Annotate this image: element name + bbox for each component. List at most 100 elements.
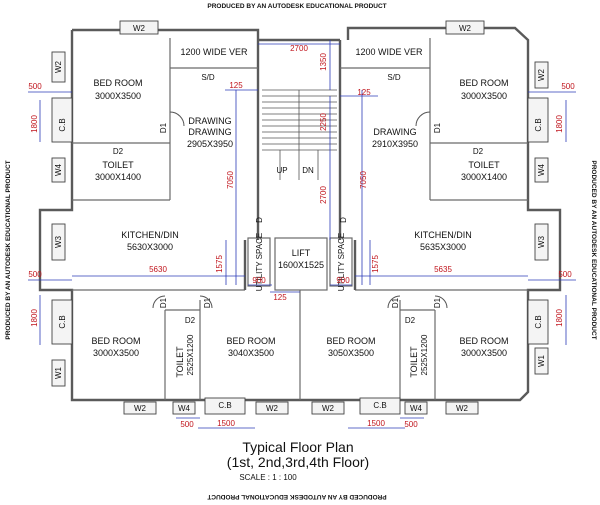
utility-space-left: UTILITY SPACE (255, 233, 264, 291)
dim-7050-right: 7050 (359, 171, 368, 189)
sliding-door-left: S/D (201, 73, 215, 82)
cupboard-bottom-mid-right: C.B (373, 401, 386, 410)
plan-title: Typical Floor Plan (242, 439, 353, 455)
room-kitchen-left-size: 5630X3000 (127, 242, 173, 252)
room-toilet-bottom-right: TOILET (409, 346, 419, 378)
room-drawing-right-size: 2910X3950 (372, 139, 418, 149)
room-drawing-left: DRAWING (188, 116, 231, 126)
watermark-right: PRODUCED BY AN AUTODESK EDUCATIONAL PROD… (590, 160, 597, 339)
room-toilet-bottom-right-size: 2525X1200 (420, 334, 429, 375)
room-bedroom-top-left-size: 3000X3500 (95, 91, 141, 101)
door-d1-bottom-4: D1 (433, 297, 442, 308)
window-w2-right: W2 (537, 68, 546, 81)
verandah-left: 1200 WIDE VER (180, 47, 248, 57)
room-bedroom-bottom-4: BED ROOM (459, 336, 508, 346)
room-toilet-top-left: TOILET (102, 160, 134, 170)
room-toilet-bottom-left-size: 2525X1200 (186, 334, 195, 375)
staircase (262, 89, 337, 180)
window-w1-left: W1 (54, 366, 63, 379)
door-d2-bottom-left: D2 (185, 316, 196, 325)
dim-500-mid-right: 500 (558, 270, 572, 279)
dim-1800-top-right: 1800 (555, 115, 564, 133)
cupboard-bottom-left: C.B (58, 315, 67, 328)
stair-up-label: UP (276, 166, 287, 175)
dim-500-top-right: 500 (561, 82, 575, 91)
dim-2250: 2250 (319, 113, 328, 131)
dim-5635: 5635 (434, 265, 452, 274)
window-w2-bottom-4: W2 (456, 404, 469, 413)
dimension-lines (28, 40, 576, 429)
room-kitchen-left: KITCHEN/DIN (121, 230, 179, 240)
window-w3-left: W3 (54, 235, 63, 248)
door-swings (152, 111, 448, 309)
room-toilet-top-left-size: 3000X1400 (95, 172, 141, 182)
room-bedroom-top-left: BED ROOM (93, 78, 142, 88)
cupboard-bottom-right: C.B (534, 315, 543, 328)
room-bedroom-bottom-2-size: 3040X3500 (228, 348, 274, 358)
dim-1575-right: 1575 (371, 255, 380, 273)
dim-125-right: 125 (357, 88, 371, 97)
room-bedroom-bottom-3-size: 3050X3500 (328, 348, 374, 358)
room-drawing-right: DRAWING (373, 127, 416, 137)
windows (51, 20, 549, 415)
door-d1-bottom-3: D1 (391, 297, 400, 308)
room-bedroom-bottom-3: BED ROOM (326, 336, 375, 346)
window-w3-right: W3 (537, 235, 546, 248)
dim-900-left: 900 (252, 276, 266, 285)
window-w1-right: W1 (537, 354, 546, 367)
door-d1-top-right: D1 (433, 122, 442, 133)
room-bedroom-top-right: BED ROOM (459, 78, 508, 88)
dim-1800-bottom-right: 1800 (555, 309, 564, 327)
window-w2-bottom-1: W2 (134, 404, 147, 413)
room-toilet-top-right: TOILET (468, 160, 500, 170)
window-w2-top-left: W2 (133, 24, 146, 33)
dim-5630: 5630 (149, 265, 167, 274)
door-d1-top-left: D1 (159, 122, 168, 133)
dim-500-bottom-right: 500 (404, 420, 418, 429)
sliding-door-right: S/D (387, 73, 401, 82)
dim-2700-top: 2700 (290, 44, 308, 53)
dim-1800-top-left: 1800 (30, 115, 39, 133)
cupboard-bottom-mid-left: C.B (218, 401, 231, 410)
dim-500-mid-left: 500 (28, 270, 42, 279)
window-w2-bottom-3: W2 (322, 404, 335, 413)
window-w2-bottom-2: W2 (266, 404, 279, 413)
utility-space-right: UTILITY SPACE (337, 233, 346, 291)
room-kitchen-right: KITCHEN/DIN (414, 230, 472, 240)
room-drawing-left-b: DRAWING (188, 127, 231, 137)
door-d1-bottom-1: D1 (159, 297, 168, 308)
door-d2-bottom-right: D2 (405, 316, 416, 325)
dim-2700-vertical: 2700 (319, 186, 328, 204)
plan-scale: SCALE : 1 : 100 (239, 473, 297, 482)
room-lift: LIFT (292, 248, 311, 258)
walls (38, 26, 562, 402)
dim-125-bottom: 125 (273, 293, 287, 302)
dim-1350: 1350 (319, 53, 328, 71)
room-kitchen-right-size: 5635X3000 (420, 242, 466, 252)
stair-down-label: DN (302, 166, 314, 175)
verandah-right: 1200 WIDE VER (355, 47, 423, 57)
dim-500-top-left: 500 (28, 82, 42, 91)
room-toilet-bottom-left: TOILET (175, 346, 185, 378)
dim-7050-left: 7050 (226, 171, 235, 189)
room-bedroom-bottom-1: BED ROOM (91, 336, 140, 346)
dim-1800-bottom-left: 1800 (30, 309, 39, 327)
door-d2-top-left: D2 (113, 147, 124, 156)
window-w4-bottom-right: W4 (410, 404, 423, 413)
cupboard-top-left: C.B (58, 118, 67, 131)
room-toilet-top-right-size: 3000X1400 (461, 172, 507, 182)
window-w2-top-right: W2 (459, 24, 472, 33)
dim-900-right: 900 (336, 276, 350, 285)
watermark-top: PRODUCED BY AN AUTODESK EDUCATIONAL PROD… (207, 3, 386, 10)
window-w2-left: W2 (54, 60, 63, 73)
door-d2-top-right: D2 (473, 147, 484, 156)
door-d1-bottom-2: D1 (203, 297, 212, 308)
room-bedroom-top-right-size: 3000X3500 (461, 91, 507, 101)
room-drawing-left-size: 2905X3950 (187, 139, 233, 149)
door-d-right: D (339, 217, 348, 223)
cupboard-top-right: C.B (534, 118, 543, 131)
room-bedroom-bottom-4-size: 3000X3500 (461, 348, 507, 358)
window-w4-left: W4 (54, 163, 63, 176)
